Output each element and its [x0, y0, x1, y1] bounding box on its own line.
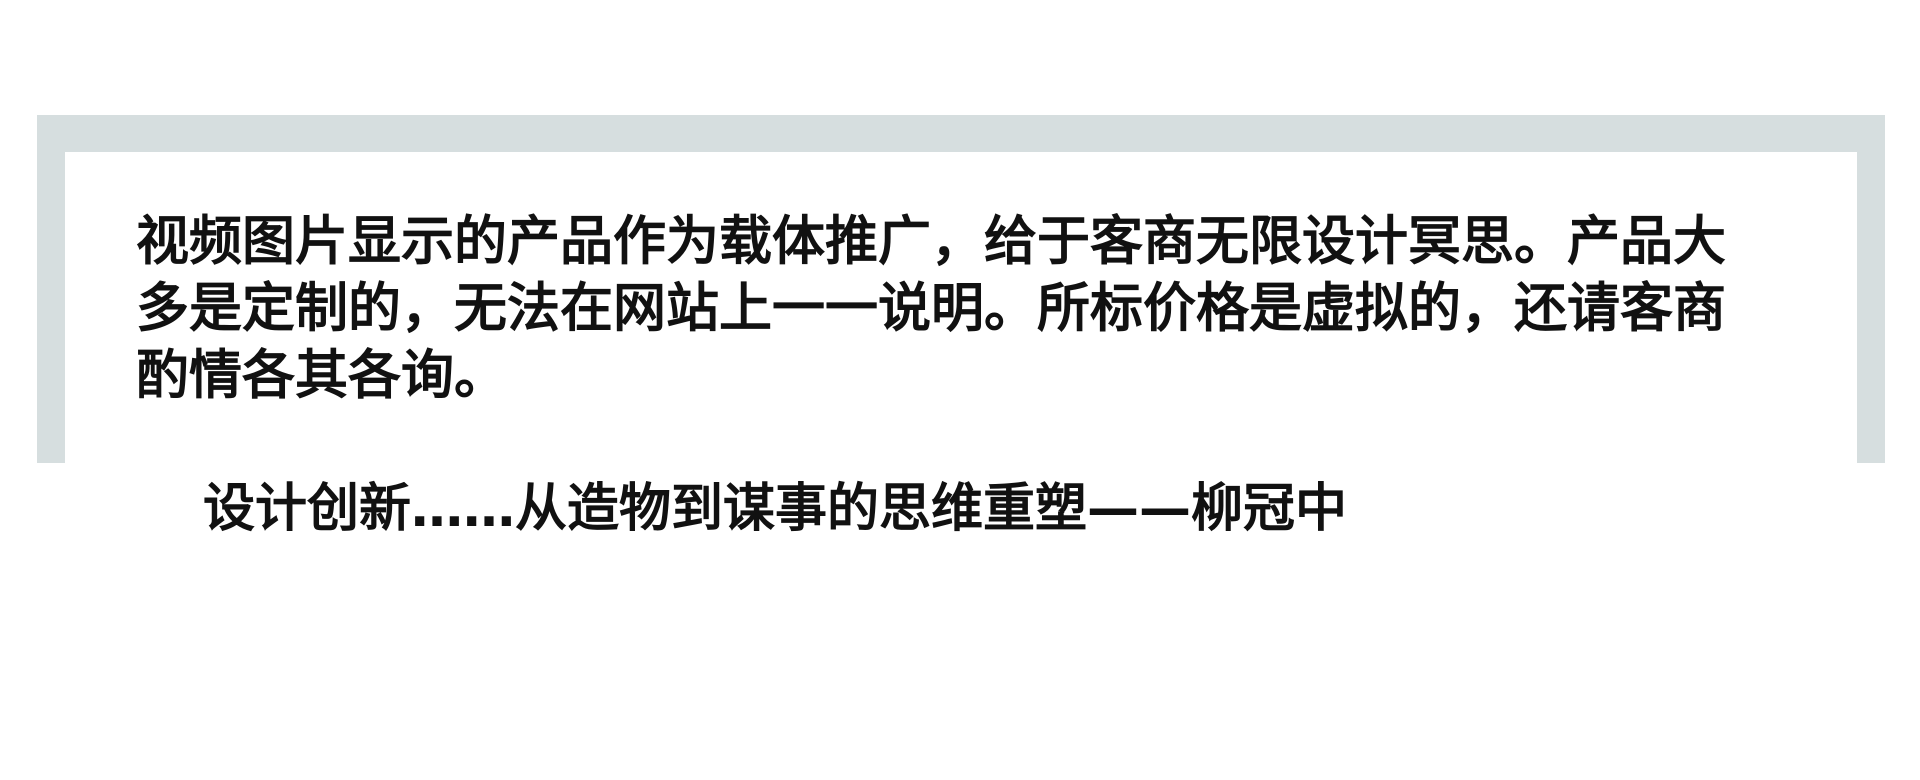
disclaimer-text: 视频图片显示的产品作为载体推广，给于客商无限设计冥思。产品大多是定制的，无法在网…: [136, 211, 1726, 406]
design-quote: 设计创新……从造物到谋事的思维重塑——柳冠中: [203, 479, 1348, 539]
white-panel: [65, 152, 1857, 780]
